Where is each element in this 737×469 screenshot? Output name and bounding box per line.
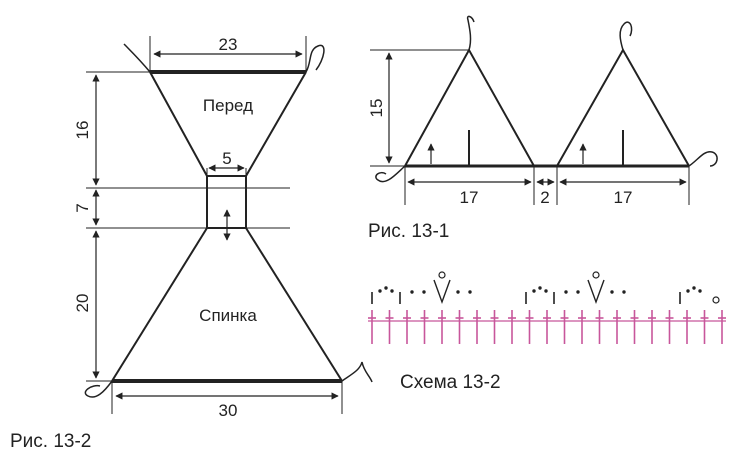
stitch-picot-shell (587, 279, 605, 305)
caption-scheme: Схема 13-2 (400, 372, 501, 393)
stitch-chain (692, 286, 696, 290)
dim-height-label: 15 (367, 99, 386, 118)
front-left-side (149, 71, 208, 177)
dim-neck-height-label: 7 (73, 203, 92, 212)
hourglass-figure (84, 36, 373, 414)
dim-neck-width-label: 5 (222, 149, 231, 168)
yarn-end-top-left (123, 43, 151, 73)
caption-right: Рис. 13-1 (368, 221, 449, 242)
front-right-side (245, 71, 307, 177)
stitch-chain (390, 289, 394, 293)
stitch-chain (384, 286, 388, 290)
back-right-side (245, 227, 343, 382)
stitch-picot-loop (438, 271, 446, 279)
stitch-chain (686, 289, 690, 293)
hourglass-dimensions (92, 50, 339, 400)
front-label: Перед (203, 96, 253, 115)
back-label: Спинка (199, 306, 257, 325)
stitch-chain (422, 290, 426, 294)
dim-gap-label: 2 (540, 188, 549, 207)
caption-left: Рис. 13-2 (10, 431, 91, 452)
stitch-chain (532, 289, 536, 293)
yarn-end-top-right (305, 44, 325, 73)
stitch-chain (544, 289, 548, 293)
crochet-scheme (368, 271, 726, 344)
yarn-end-bottom-left (84, 380, 113, 398)
dim-right-width-label: 17 (614, 188, 633, 207)
yarn-end-base-left (375, 165, 406, 183)
stitch-chain (576, 290, 580, 294)
stitch-chain (610, 290, 614, 294)
stitch-picot-loop (592, 271, 600, 279)
stitch-picot-shell (433, 279, 451, 305)
dim-back-height-label: 20 (73, 294, 92, 313)
yarn-end-base-right (688, 151, 718, 167)
yarn-end-bottom-right (341, 361, 373, 383)
stitch-picot-loop (712, 296, 720, 304)
stitch-chain (622, 290, 626, 294)
dim-bottom-width-label: 30 (219, 401, 238, 420)
dim-top-width-label: 23 (219, 35, 238, 54)
triangles-dimensions (385, 52, 687, 186)
yarn-end-apex-right (619, 21, 633, 51)
dim-front-height-label: 16 (73, 121, 92, 140)
stitch-chain (378, 289, 382, 293)
stitch-chain (538, 286, 542, 290)
stitch-chain (456, 290, 460, 294)
back-left-side (111, 227, 208, 382)
stitch-chain (468, 290, 472, 294)
stitch-chain (564, 290, 568, 294)
yarn-end-apex-left (466, 15, 475, 51)
stitch-chain (698, 289, 702, 293)
stitch-chain (410, 290, 414, 294)
dim-left-width-label: 17 (460, 188, 479, 207)
triangles-figure (370, 15, 718, 205)
